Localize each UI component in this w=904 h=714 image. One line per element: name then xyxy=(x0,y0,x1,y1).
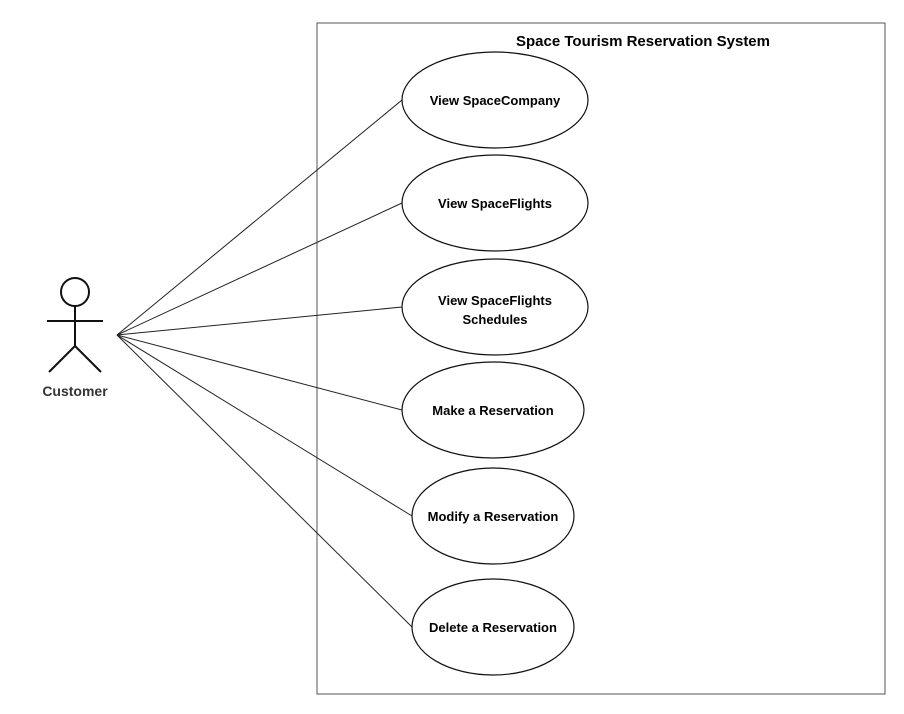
system-title: Space Tourism Reservation System xyxy=(516,33,770,50)
use-case-ellipse xyxy=(401,154,589,252)
use-case-label: View SpaceFlights xyxy=(438,293,552,308)
actor-label: Customer xyxy=(42,383,108,399)
actor-right-leg xyxy=(74,345,102,373)
actor-left-leg xyxy=(48,345,76,373)
use-case-label-line-2: Schedules xyxy=(462,312,527,327)
associations xyxy=(116,99,413,628)
use-case-ellipse xyxy=(401,258,589,356)
use-case-ellipse xyxy=(411,578,575,676)
use-case-ellipse xyxy=(411,467,575,565)
use-case-label: Make a Reservation xyxy=(432,403,553,418)
system-boundary xyxy=(316,22,886,695)
use-case-ellipse xyxy=(401,51,589,149)
use-case-modify-reservation: Modify a Reservation xyxy=(411,467,575,565)
use-case-view-spaceflights: View SpaceFlights xyxy=(401,154,589,252)
association-line xyxy=(116,306,403,336)
use-case-view-spaceflights-schedules: View SpaceFlights Schedules xyxy=(401,258,589,356)
use-case-label: View SpaceCompany xyxy=(430,93,561,108)
actor-head xyxy=(60,277,90,307)
use-case-delete-reservation: Delete a Reservation xyxy=(411,578,575,676)
actor-customer xyxy=(47,277,103,373)
association-line xyxy=(116,334,403,411)
association-line xyxy=(116,202,403,336)
use-case-ellipse xyxy=(401,361,585,459)
use-case-label: Delete a Reservation xyxy=(429,620,557,635)
use-case-view-spacecompany: View SpaceCompany xyxy=(401,51,589,149)
use-case-label: Modify a Reservation xyxy=(428,509,559,524)
association-line xyxy=(116,334,413,628)
association-line xyxy=(116,334,413,517)
association-line xyxy=(116,99,403,336)
use-case-make-reservation: Make a Reservation xyxy=(401,361,585,459)
use-case-label: View SpaceFlights xyxy=(438,196,552,211)
